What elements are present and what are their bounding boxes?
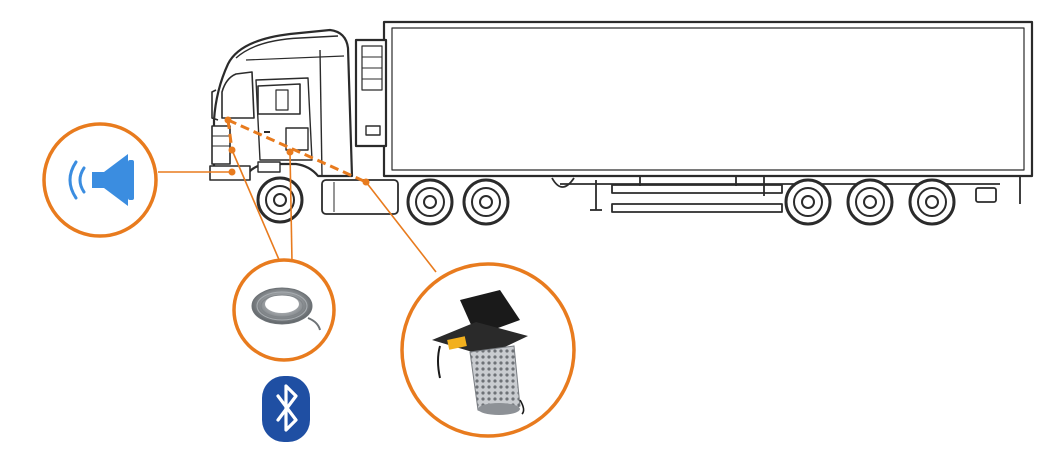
junction-dot xyxy=(286,148,294,156)
callout-sensor xyxy=(400,262,576,438)
fuel-level-sensor-icon xyxy=(432,290,528,415)
callout-cable xyxy=(232,258,336,362)
windshield xyxy=(221,71,255,119)
connection-lines xyxy=(158,116,437,273)
leader-cable-a xyxy=(231,149,281,263)
junction-dot xyxy=(228,146,236,154)
wheel-cab-front xyxy=(256,176,304,224)
wheel-trailer-1 xyxy=(784,178,832,226)
wheel-trailer-3 xyxy=(908,178,956,226)
callout-speaker xyxy=(42,122,158,238)
wheel-tractor-rear-2 xyxy=(462,178,510,226)
dashed-wire-to-tank xyxy=(227,118,367,184)
wheel-tractor-rear-1 xyxy=(406,178,454,226)
cable-coil-icon xyxy=(251,287,321,331)
dashed-wire-front xyxy=(226,119,234,151)
wheel-trailer-2 xyxy=(846,178,894,226)
front-grille xyxy=(211,125,231,165)
junction-dot xyxy=(224,116,232,124)
junction-dot xyxy=(228,168,236,176)
reefer-unit xyxy=(354,38,388,148)
bluetooth-badge xyxy=(262,376,310,442)
leader-sensor xyxy=(365,181,437,273)
junction-dot xyxy=(362,178,370,186)
truck-cab xyxy=(209,28,354,181)
wheels xyxy=(256,176,956,226)
leader-cable-b xyxy=(289,151,293,263)
trailer-box xyxy=(382,20,1034,178)
trailer-box-inner xyxy=(391,27,1025,171)
speaker-icon xyxy=(68,154,134,206)
